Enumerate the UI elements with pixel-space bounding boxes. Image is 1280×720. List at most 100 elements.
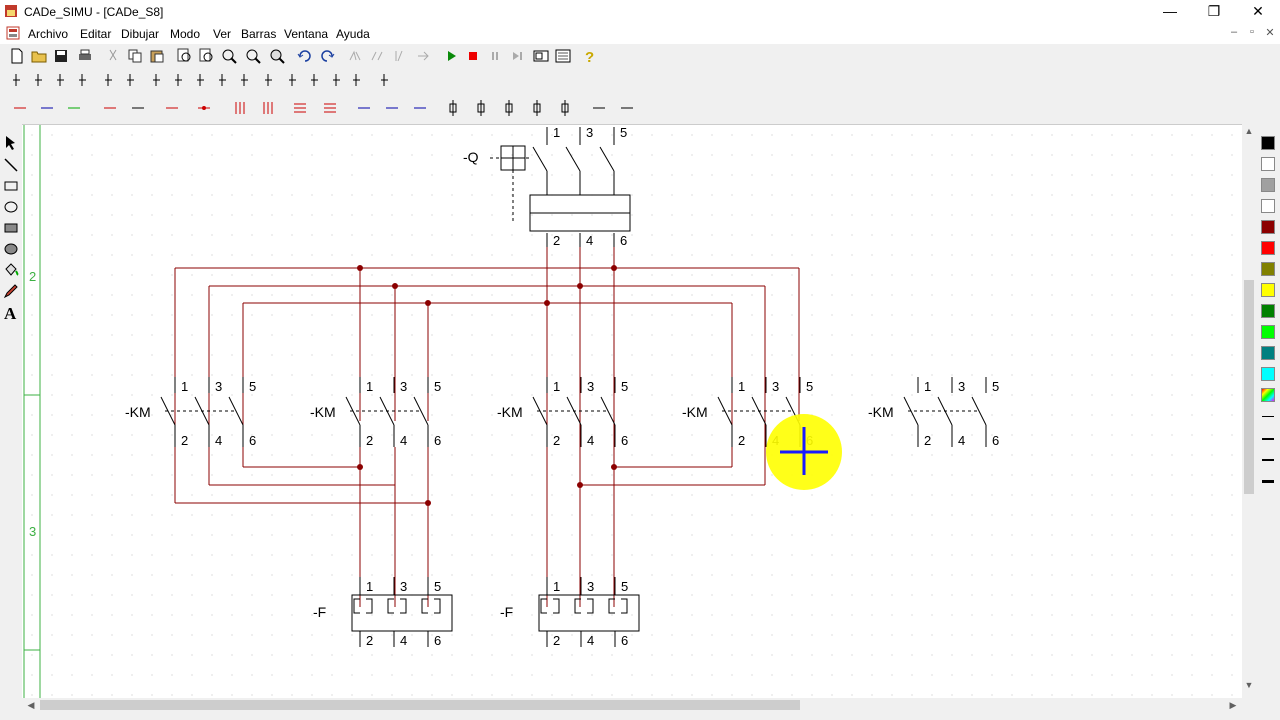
color-swatch-white[interactable] xyxy=(1261,157,1275,171)
copy-button[interactable] xyxy=(126,47,144,65)
component-tool-11-icon[interactable] xyxy=(241,74,248,86)
line-width-4[interactable] xyxy=(1262,480,1274,483)
component-tool-14-icon[interactable] xyxy=(311,74,318,86)
component-tool-10-icon[interactable] xyxy=(219,74,226,86)
component-tool-12-icon[interactable] xyxy=(265,74,272,86)
component-tool-4-icon[interactable] xyxy=(79,74,86,86)
paste-button[interactable] xyxy=(148,47,166,65)
mdi-minimize-button[interactable]: – xyxy=(1230,26,1238,38)
color-swatch-teal[interactable] xyxy=(1261,346,1275,360)
menu-ventana[interactable]: Ventana xyxy=(284,27,329,41)
color-swatch-white-2[interactable] xyxy=(1261,199,1275,213)
pen-tool[interactable] xyxy=(2,282,20,300)
color-swatch-green[interactable] xyxy=(1261,304,1275,318)
component-tool-6-icon[interactable] xyxy=(127,74,134,86)
component-tool-16-icon[interactable] xyxy=(353,74,360,86)
rectangle-tool[interactable] xyxy=(2,177,20,195)
scroll-right-icon[interactable]: ▶ xyxy=(1229,700,1237,710)
filled-rectangle-tool[interactable] xyxy=(2,219,20,237)
component-tool-5-icon[interactable] xyxy=(105,74,112,86)
menu-editar[interactable]: Editar xyxy=(80,27,112,41)
scroll-down-icon[interactable]: ▼ xyxy=(1244,680,1254,690)
menu-dibujar[interactable]: Dibujar xyxy=(121,27,160,41)
mirror2-button[interactable] xyxy=(368,47,386,65)
menu-barras[interactable]: Barras xyxy=(241,27,277,41)
simulate-step-button[interactable] xyxy=(508,47,526,65)
text-tool[interactable]: A xyxy=(2,303,20,321)
print-button[interactable] xyxy=(76,47,94,65)
cut-button[interactable] xyxy=(104,47,122,65)
new-file-button[interactable] xyxy=(8,47,26,65)
document-icon[interactable] xyxy=(6,26,20,40)
menu-modo[interactable]: Modo xyxy=(170,27,201,41)
color-swatch-cyan[interactable] xyxy=(1261,367,1275,381)
zoom-button[interactable] xyxy=(220,47,238,65)
color-swatch-black[interactable] xyxy=(1261,136,1275,150)
mdi-restore-button[interactable]: ▫ xyxy=(1250,26,1254,38)
component-tool-17-icon[interactable] xyxy=(381,74,388,86)
zoom-fit-button[interactable] xyxy=(244,47,262,65)
zoom-in-button[interactable] xyxy=(176,47,194,65)
scroll-up-icon[interactable]: ▲ xyxy=(1244,126,1254,136)
menu-archivo[interactable]: Archivo xyxy=(28,27,69,41)
component-tool-1-icon[interactable] xyxy=(13,74,20,86)
simulate-start-button[interactable] xyxy=(442,47,460,65)
vertical-scrollbar[interactable]: ▲ ▼ xyxy=(1242,124,1256,698)
mdi-close-button[interactable]: ✕ xyxy=(1265,27,1275,39)
component-tool-3-icon[interactable] xyxy=(57,74,64,86)
horizontal-scrollbar[interactable]: ◀ ▶ xyxy=(22,698,1242,712)
component-tool-15-icon[interactable] xyxy=(333,74,340,86)
wire-tool-17-icon[interactable] xyxy=(505,100,513,116)
wire-tool-18-icon[interactable] xyxy=(533,100,541,116)
color-swatch-gray[interactable] xyxy=(1261,178,1275,192)
simulate-pause-button[interactable] xyxy=(486,47,504,65)
help-button[interactable]: ? xyxy=(580,47,598,65)
wire-tool-15-icon[interactable] xyxy=(449,100,457,116)
simulate-stop-button[interactable] xyxy=(464,47,482,65)
close-button[interactable]: ✕ xyxy=(1236,0,1280,24)
save-button[interactable] xyxy=(52,47,70,65)
line-width-1[interactable] xyxy=(1262,416,1274,417)
component-tool-13-icon[interactable] xyxy=(289,74,296,86)
color-swatch-lime[interactable] xyxy=(1261,325,1275,339)
component-tool-8-icon[interactable] xyxy=(175,74,182,86)
color-swatch-yellow[interactable] xyxy=(1261,283,1275,297)
fill-tool[interactable] xyxy=(2,261,20,279)
undo-button[interactable] xyxy=(296,47,314,65)
zoom-window-button[interactable] xyxy=(268,47,286,65)
filled-ellipse-tool[interactable] xyxy=(2,240,20,258)
open-button[interactable] xyxy=(30,47,48,65)
line-width-2[interactable] xyxy=(1262,438,1274,440)
mirror-button[interactable] xyxy=(346,47,364,65)
minimize-button[interactable]: — xyxy=(1148,0,1192,24)
line-tool[interactable] xyxy=(2,156,20,174)
color-swatch-dark-red[interactable] xyxy=(1261,220,1275,234)
wire-tool-16-icon[interactable] xyxy=(477,100,485,116)
component-tool-2-icon[interactable] xyxy=(35,74,42,86)
color-swatch-red[interactable] xyxy=(1261,241,1275,255)
wire-tool-9-icon[interactable] xyxy=(263,102,273,114)
color-picker-icon[interactable] xyxy=(1261,388,1275,402)
line-width-3[interactable] xyxy=(1262,459,1274,461)
maximize-button[interactable]: ❐ xyxy=(1192,0,1236,24)
zoom-out-button[interactable] xyxy=(198,47,216,65)
component-buttons[interactable] xyxy=(0,68,400,92)
wire-tool-11-icon[interactable] xyxy=(324,103,336,113)
wire-tool-19-icon[interactable] xyxy=(561,100,569,116)
redo-button[interactable] xyxy=(318,47,336,65)
screen-button[interactable] xyxy=(532,47,550,65)
horizontal-scroll-thumb[interactable] xyxy=(40,700,800,710)
select-tool[interactable] xyxy=(2,134,20,152)
wire-buttons[interactable] xyxy=(0,94,660,122)
component-tool-7-icon[interactable] xyxy=(153,74,160,86)
vertical-scroll-thumb[interactable] xyxy=(1244,280,1254,494)
